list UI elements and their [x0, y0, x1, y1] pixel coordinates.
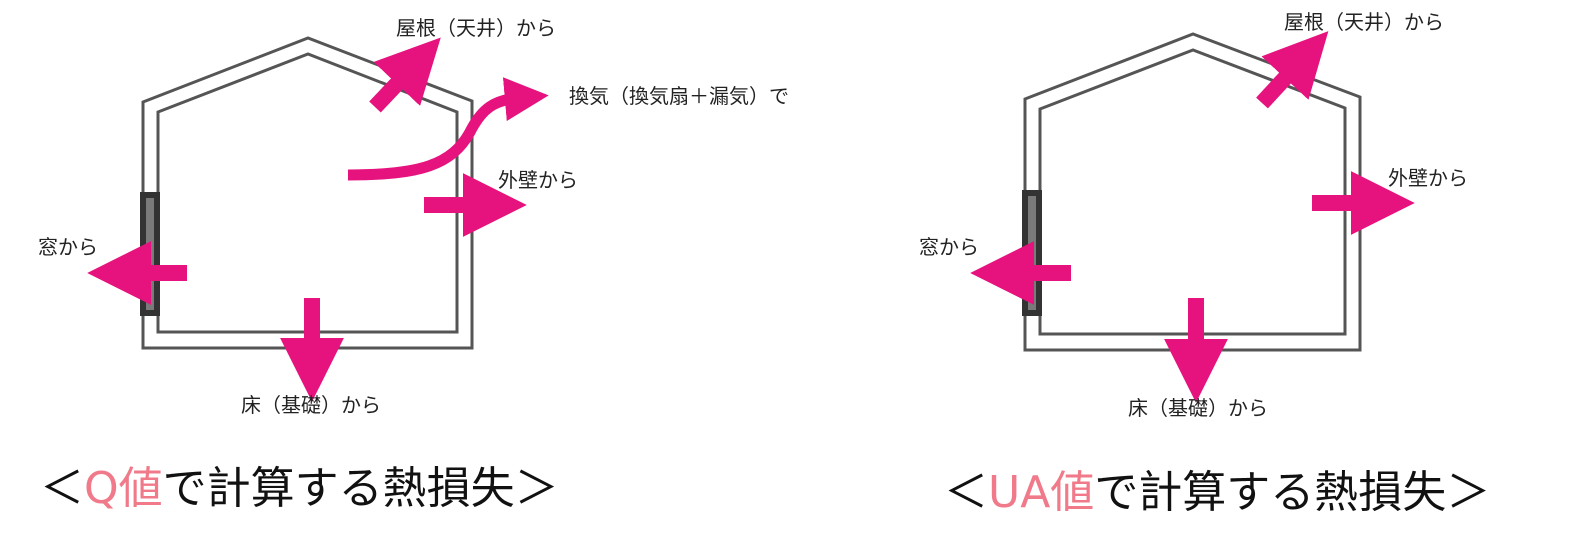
roof-label-right: 屋根（天井）から: [1284, 10, 1444, 34]
caption-rest: で計算する熱損失: [1094, 467, 1446, 518]
caption-open-bracket: ＜: [40, 463, 84, 514]
caption-right: ＜UA値で計算する熱損失＞: [944, 467, 1490, 518]
caption-open-bracket: ＜: [944, 467, 988, 518]
ventilation-label-left: 換気（換気扇＋漏気）で: [569, 84, 789, 108]
caption-highlight: Q値: [84, 463, 163, 514]
floor-label-left: 床（基礎）から: [241, 393, 381, 417]
ua-value-diagram: 屋根（天井）から 外壁から 窓から 床（基礎）から ＜UA値で計算する熱損失＞: [919, 10, 1490, 518]
house-inner-wall: [156, 52, 459, 334]
window-glass-right: [1028, 196, 1036, 310]
caption-rest: で計算する熱損失: [163, 463, 515, 514]
caption-left: ＜Q値で計算する熱損失＞: [40, 463, 559, 514]
roof-label-left: 屋根（天井）から: [396, 16, 556, 40]
caption-highlight: UA値: [988, 467, 1094, 518]
house-inner-wall: [1038, 48, 1347, 336]
caption-close-bracket: ＞: [1446, 467, 1490, 518]
roof-arrow-left: [369, 37, 441, 113]
floor-label-right: 床（基礎）から: [1128, 396, 1268, 420]
caption-close-bracket: ＞: [515, 463, 559, 514]
window-label-right: 窓から: [919, 235, 979, 259]
roof-arrow-right: [1256, 31, 1329, 109]
ventilation-arrow-left: [347, 77, 549, 181]
q-value-diagram: 屋根（天井）から 換気（換気扇＋漏気）で 外壁から 窓から 床（基礎）から ＜Q…: [38, 16, 789, 514]
window-glass-left: [146, 198, 154, 310]
exterior-wall-label-left: 外壁から: [498, 168, 578, 192]
window-label-left: 窓から: [38, 235, 98, 259]
exterior-wall-label-right: 外壁から: [1388, 166, 1468, 190]
